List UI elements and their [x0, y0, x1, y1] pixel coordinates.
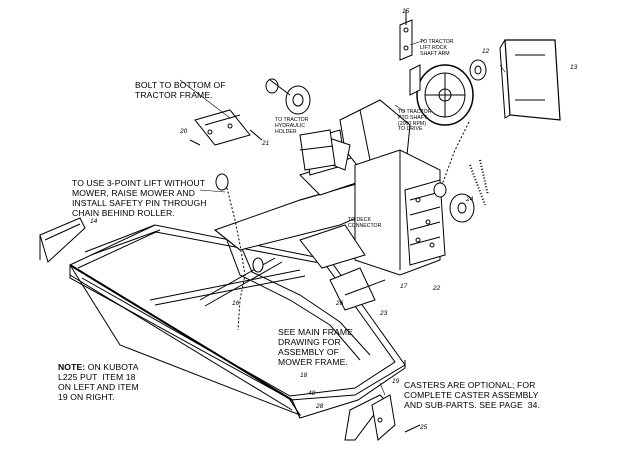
- callout-19: 19: [392, 378, 400, 385]
- lower-pulley: [433, 182, 475, 223]
- callout-24: 24: [466, 196, 474, 203]
- label-hydraulic-holder: TO TRACTOR HYDRAULIC HOLDER: [275, 117, 309, 135]
- callout-22: 22: [433, 285, 441, 292]
- callout-13: 13: [570, 64, 578, 71]
- note-kubota-lead: NOTE:: [58, 362, 86, 372]
- top-bracket: [399, 10, 421, 96]
- note-bolt-to-frame: BOLT TO BOTTOM OF TRACTOR FRAME.: [135, 80, 226, 100]
- label-lift-rock-shaft: TO TRACTOR LIFT ROCK SHAFT ARM: [420, 39, 454, 57]
- callout-23: 23: [380, 310, 388, 317]
- note-kubota: NOTE: ON KUBOTA L225 PUT ITEM 18 ON LEFT…: [58, 362, 139, 402]
- large-pulley: [416, 59, 487, 126]
- note-casters: CASTERS ARE OPTIONAL; FOR COMPLETE CASTE…: [404, 380, 541, 410]
- label-pto-shaft: TO TRACTOR PTO SHAFT (2000 RPM) TO DRIVE: [398, 109, 432, 133]
- callout-18: 18: [300, 372, 308, 379]
- note-three-point-lift: TO USE 3-POINT LIFT WITHOUT MOWER, RAISE…: [72, 178, 207, 218]
- callout-16: 16: [232, 300, 240, 307]
- callout-26: 26: [336, 300, 344, 307]
- callout-21: 21: [262, 140, 270, 147]
- note-main-frame: SEE MAIN FRAME DRAWING FOR ASSEMBLY OF M…: [278, 327, 353, 367]
- caster-bracket: [344, 394, 421, 441]
- callout-20: 20: [180, 128, 188, 135]
- center-link: [299, 224, 386, 311]
- callout-40: 40: [308, 390, 316, 397]
- note-kubota-body: ON KUBOTA L225 PUT ITEM 18 ON LEFT AND I…: [58, 362, 139, 402]
- callout-28: 28: [316, 403, 324, 410]
- drive-chain: [439, 119, 489, 206]
- callout-17: 17: [400, 283, 408, 290]
- hydraulic-holder: [299, 129, 336, 171]
- gearbox-assembly: [354, 149, 446, 276]
- mower-deck-frame: [69, 224, 406, 419]
- callout-14: 14: [90, 218, 98, 225]
- callout-12: 12: [482, 48, 490, 55]
- leader-lines: [179, 39, 506, 396]
- idler-pulley: [265, 78, 311, 115]
- pulley-cover: [499, 39, 561, 121]
- callout-25: 25: [420, 424, 428, 431]
- callout-15: 15: [402, 8, 410, 15]
- safety-chain: [215, 173, 264, 331]
- frame-bracket: [189, 109, 263, 146]
- label-deck-connector: TO DECK CONNECTOR: [348, 217, 382, 229]
- left-skid: [39, 217, 86, 263]
